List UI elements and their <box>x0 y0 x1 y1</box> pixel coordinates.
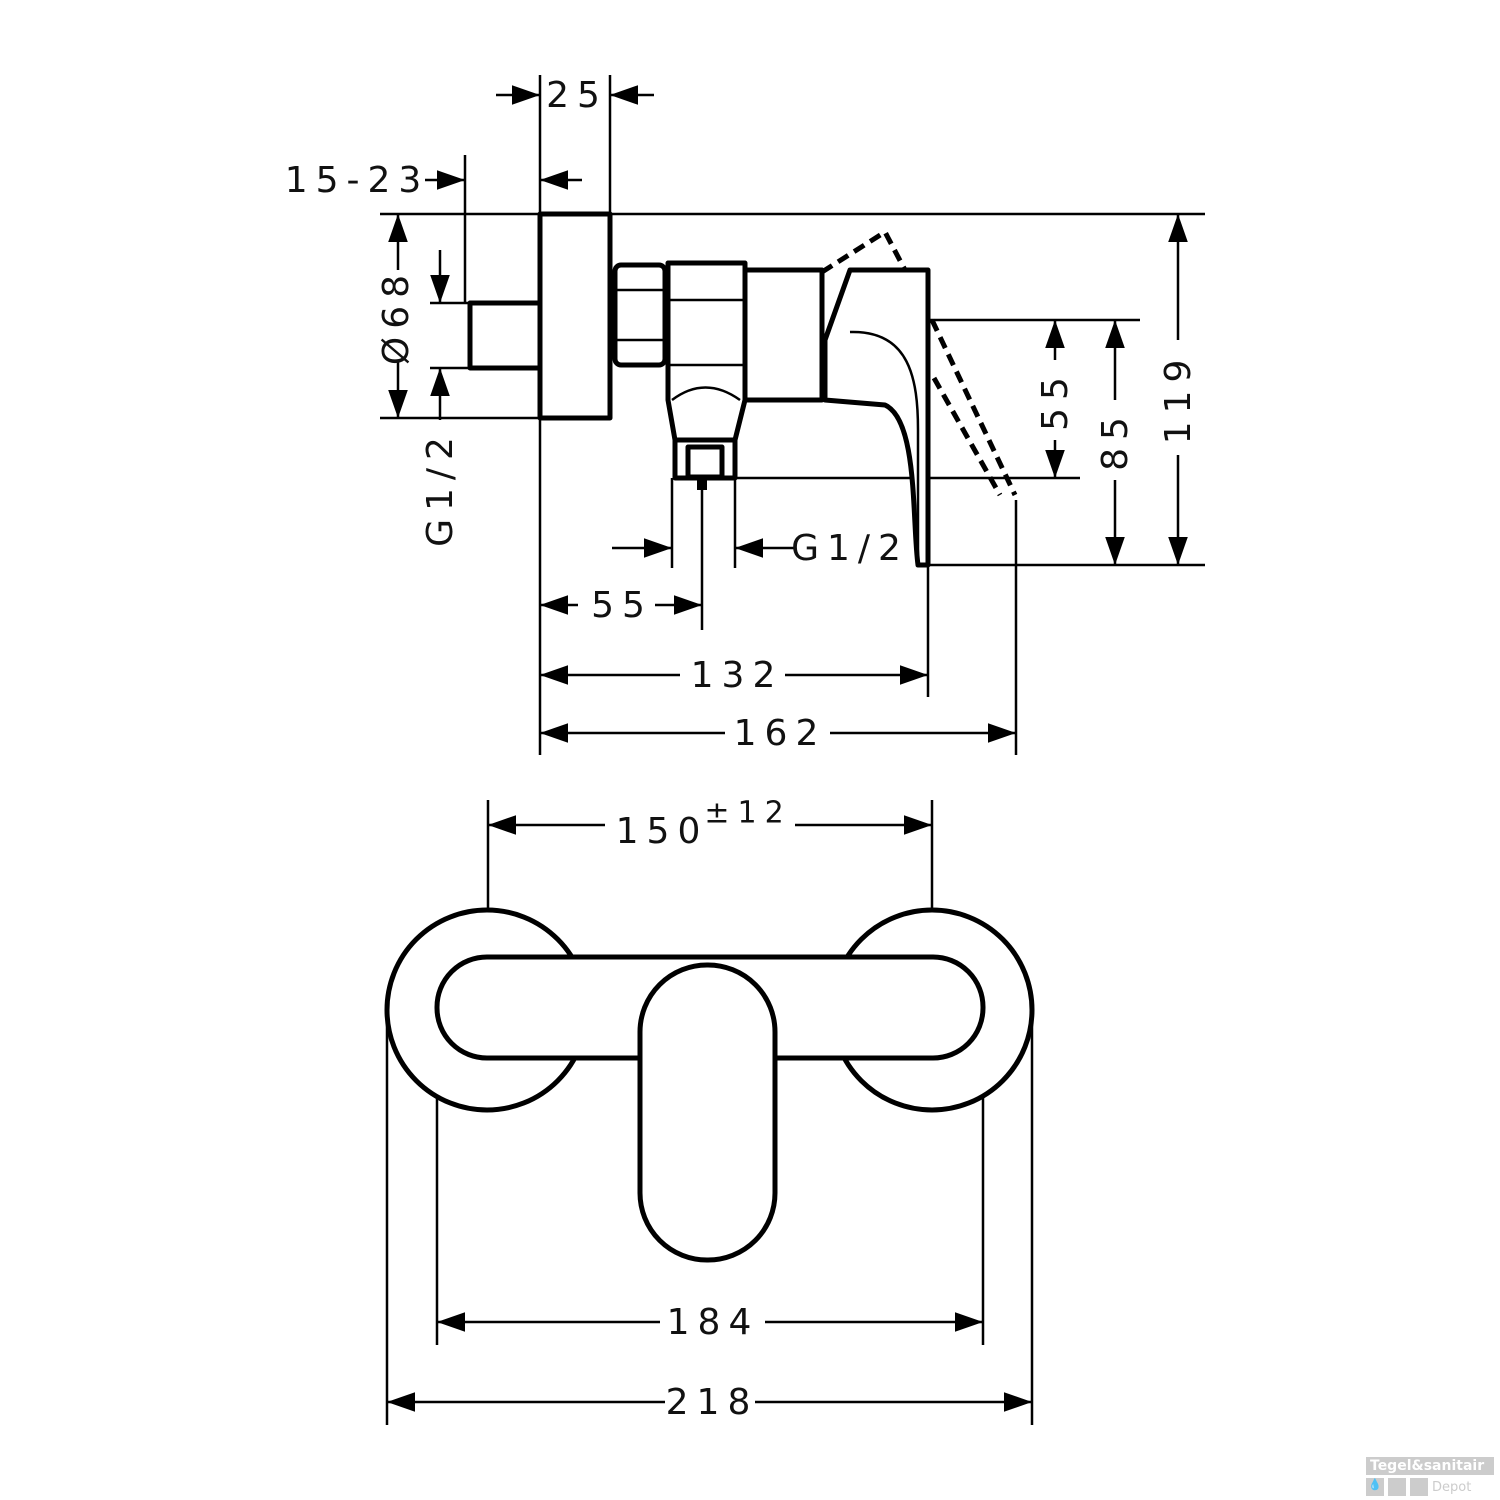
pin <box>697 478 707 490</box>
dimension-lines <box>388 85 1188 743</box>
dim-55-horizontal: 55 <box>591 585 653 626</box>
valve-body <box>665 260 748 443</box>
lever-front <box>637 962 778 1263</box>
dim-55-vertical: 55 <box>1035 369 1076 431</box>
dim-119: 119 <box>1158 352 1199 445</box>
tile-icon <box>1388 1478 1406 1496</box>
nut <box>612 262 668 368</box>
lever-raised-outline <box>820 228 908 275</box>
extension-lines <box>380 75 1205 755</box>
watermark-line1: Tegel&sanitair <box>1366 1457 1494 1475</box>
dim-162: 162 <box>734 713 827 754</box>
escutcheon-side <box>537 211 613 421</box>
dim-218: 218 <box>666 1382 759 1423</box>
cartridge-housing <box>742 267 825 403</box>
dim-thread-left: G1/2 <box>420 429 461 547</box>
dim-thread-bottom: G1/2 <box>791 528 909 569</box>
front-view: 150 ±12 184 218 <box>384 796 1035 1425</box>
drop-icon: 💧 <box>1366 1478 1384 1496</box>
dimension-lines-front <box>387 815 1032 1412</box>
outlet-nut <box>685 444 725 480</box>
lever-side <box>822 267 931 568</box>
dim-85: 85 <box>1095 409 1136 471</box>
watermark-line2: Depot <box>1432 1479 1472 1495</box>
side-view: 25 15-23 Ø68 G1/2 55 85 119 G1/2 55 132 … <box>285 75 1205 755</box>
watermark-logo: Tegel&sanitair 💧 Depot <box>1366 1457 1494 1496</box>
tile-icon <box>1410 1478 1428 1496</box>
dim-184: 184 <box>667 1302 760 1343</box>
dim-25: 25 <box>546 75 608 116</box>
pipe-connector <box>467 300 543 371</box>
dim-150: 150 <box>616 811 709 852</box>
dim-132: 132 <box>691 655 784 696</box>
dim-15-23: 15-23 <box>285 160 430 201</box>
lever-swing-outline <box>929 318 1018 497</box>
dim-diameter-68: Ø68 <box>376 267 417 365</box>
dim-150-tolerance: ±12 <box>704 796 791 831</box>
